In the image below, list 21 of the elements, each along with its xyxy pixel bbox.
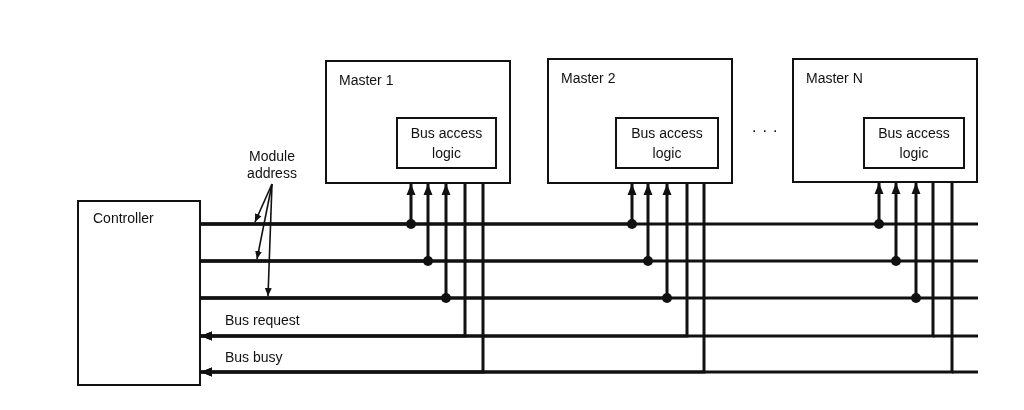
logic-box: Bus access logic <box>396 117 497 169</box>
master-module-box <box>792 58 978 183</box>
master-module-box <box>325 60 511 184</box>
ellipsis-text: ... <box>752 118 784 136</box>
master-module-box <box>547 58 733 184</box>
module-title: Master N <box>806 70 863 86</box>
signal-label: Bus busy <box>225 349 283 365</box>
logic-box: Bus access logic <box>615 117 719 169</box>
leader-line <box>254 183 273 223</box>
bus-line <box>201 183 935 341</box>
module-title: Master 1 <box>339 72 394 88</box>
logic-box: Bus access logic <box>863 117 965 169</box>
bus-line <box>201 183 901 263</box>
controller-block: Controller <box>77 200 201 386</box>
bus-line <box>201 183 884 226</box>
leader-line <box>264 183 273 297</box>
module-title: Master 2 <box>561 70 616 86</box>
signal-label: Bus request <box>225 312 300 328</box>
bus-line <box>201 183 921 300</box>
bus-line <box>201 183 954 377</box>
annotation-text: Module address <box>236 148 308 184</box>
